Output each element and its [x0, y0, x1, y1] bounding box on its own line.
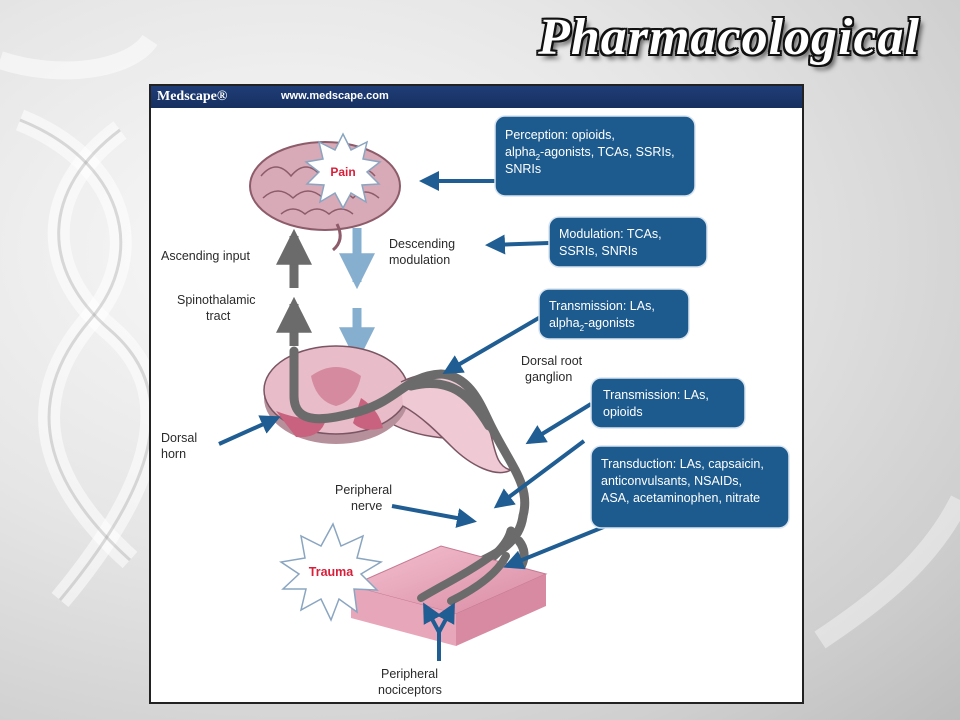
svg-text:Perception: opioids,: Perception: opioids,: [505, 128, 615, 142]
svg-text:anticonvulsants, NSAIDs,: anticonvulsants, NSAIDs,: [601, 474, 742, 488]
dorsal-root-label-2: ganglion: [525, 370, 572, 384]
svg-text:opioids: opioids: [603, 405, 643, 419]
nerve-endings: [417, 552, 510, 605]
ascending-input-label: Ascending input: [161, 249, 250, 263]
medscape-logo: Medscape®: [157, 89, 228, 104]
transmission-2-nerve-arrow: [493, 439, 586, 509]
svg-text:Transduction: LAs, capsaicin,: Transduction: LAs, capsaicin,: [601, 457, 764, 471]
perception-callout: Perception: opioids, alpha2-agonists, TC…: [494, 115, 696, 197]
spinothalamic-label-2: tract: [206, 309, 231, 323]
svg-text:alpha2-agonists, TCAs, SSRIs,: alpha2-agonists, TCAs, SSRIs,: [505, 145, 675, 162]
spinal-cord-section: [263, 345, 514, 474]
transduction-callout: Transduction: LAs, capsaicin, anticonvul…: [590, 445, 790, 529]
pointer-arrows: [218, 171, 607, 570]
pain-label: Pain: [330, 165, 355, 179]
modulation-callout: Modulation: TCAs, SSRIs, SNRIs: [548, 216, 708, 268]
brand-bar: Medscape® www.medscape.com: [151, 86, 802, 108]
spinothalamic-label-1: Spinothalamic: [177, 293, 256, 307]
nociceptors-label-1: Peripheral: [381, 667, 438, 681]
transmission-2-arrow: [525, 402, 593, 445]
transmission-1-arrow: [442, 310, 551, 375]
svg-text:alpha2-agonists: alpha2-agonists: [549, 316, 635, 333]
figure-frame: Medscape® www.medscape.com: [149, 84, 804, 704]
pain-pathway-diagram: Pain: [161, 115, 790, 697]
modulation-arrow: [485, 234, 550, 255]
descending-label-1: Descending: [389, 237, 455, 251]
trauma-label: Trauma: [309, 565, 355, 579]
peripheral-nerve-label-2: nerve: [351, 499, 382, 513]
brand-url: www.medscape.com: [281, 90, 389, 102]
descending-label-2: modulation: [389, 253, 450, 267]
svg-text:Transmission: LAs,: Transmission: LAs,: [549, 299, 655, 313]
transmission-2-callout: Transmission: LAs, opioids: [590, 377, 746, 429]
pain-burst: Pain: [304, 132, 382, 210]
nociceptors-arrow: [423, 602, 455, 661]
svg-text:Transmission: LAs,: Transmission: LAs,: [603, 388, 709, 402]
dorsal-horn-label-2: horn: [161, 447, 186, 461]
dorsal-horn-arrow: [218, 415, 281, 446]
peripheral-nerve-label-1: Peripheral: [335, 483, 392, 497]
peripheral-nerve-arrow: [391, 504, 477, 528]
transmission-1-callout: Transmission: LAs, alpha2-agonists: [538, 288, 690, 340]
dorsal-horn-label-1: Dorsal: [161, 431, 197, 445]
nociceptors-label-2: nociceptors: [378, 683, 442, 697]
svg-text:Modulation: TCAs,: Modulation: TCAs,: [559, 227, 662, 241]
transduction-arrow: [503, 524, 607, 570]
svg-text:ASA, acetaminophen, nitrate: ASA, acetaminophen, nitrate: [601, 491, 760, 505]
svg-text:SNRIs: SNRIs: [505, 162, 541, 176]
svg-text:SSRIs, SNRIs: SSRIs, SNRIs: [559, 244, 638, 258]
trauma-burst: Trauma: [279, 522, 384, 622]
slide-title: Pharmacological: [538, 9, 920, 66]
dorsal-root-label-1: Dorsal root: [521, 354, 583, 368]
